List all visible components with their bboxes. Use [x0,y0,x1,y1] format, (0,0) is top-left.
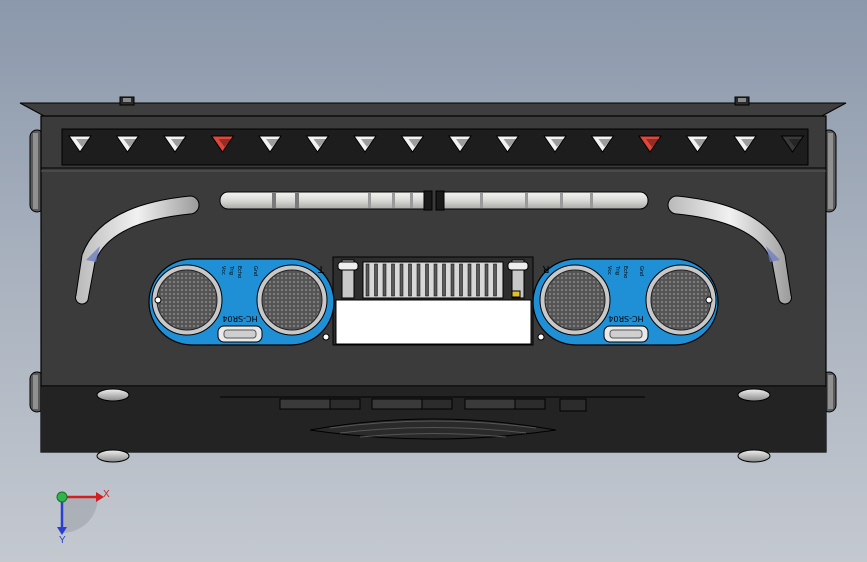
y-axis-label: Y [59,535,66,546]
x-axis-label: X [103,489,110,500]
header-pin [425,263,429,297]
header-pin [459,263,463,297]
slider-left[interactable] [219,190,433,211]
header-pin [391,263,395,297]
sensor-left-pin-trig: Trig [228,265,234,275]
slider-right[interactable] [435,190,649,211]
sensor-right-label: HC-SR04 [608,314,643,323]
led-shadow [456,139,469,147]
sensor-left-pin-gnd: Gnd [252,266,258,276]
header-pin [450,263,455,297]
led-indicator-row [68,135,805,153]
orientation-triad[interactable]: X Y [56,489,110,546]
led-indicator [210,135,235,153]
led-shadow [408,139,422,147]
led-shadow [171,139,184,147]
led-shadow [313,139,327,147]
sensor-right-marker: R [542,263,549,274]
y-axis-arrowhead [57,527,67,535]
sensor-right-pin-echo: Echo [622,266,628,278]
led-shadow [693,139,707,147]
ultrasonic-sensor-right: HC-SR04 Vcc Trig Echo Gnd R [532,258,719,346]
led-indicator [258,135,282,153]
led-indicator [495,135,520,153]
led-shadow [788,139,802,147]
origin-marker [56,491,68,503]
header-pin [408,263,412,297]
led-indicator [163,135,187,153]
led-shadow [503,139,517,147]
x-axis-arrowhead [96,492,104,502]
led-indicator [68,135,92,153]
sensor-right-pin-vcc: Vcc [606,266,612,275]
led-shadow [123,139,137,147]
led-shadow [598,139,612,147]
header-pin [374,263,378,297]
header-pin [416,263,421,297]
header-pin [484,263,489,297]
led-shadow [646,139,659,147]
led-shadow [741,139,754,147]
led-indicator [115,135,140,153]
top-lid [19,96,847,117]
sensor-left-marker: T [317,263,325,274]
sensor-left-pin-echo: Echo [236,266,242,278]
sensor-right-pin-gnd: Gnd [638,266,644,276]
led-indicator [305,135,330,153]
header-pin [442,263,446,297]
sensor-left-label: HC-SR04 [222,314,257,323]
led-indicator [400,135,425,153]
header-pin [433,263,438,297]
led-shadow [76,139,89,147]
led-indicator [353,135,377,153]
led-shadow [266,139,279,147]
sensor-right-pin-trig: Trig [614,265,620,275]
arc-slot-left [75,195,200,305]
arc-slot-right [667,195,792,305]
header-pin [365,263,370,297]
led-shadow [361,139,374,147]
led-shadow [218,139,232,147]
header-pin [467,263,472,297]
pin-header [365,263,497,297]
header-pin [399,263,404,297]
led-indicator [543,135,567,153]
center-board [332,256,534,346]
lower-panel [220,396,645,440]
led-shadow [551,139,564,147]
header-pin [476,263,480,297]
led-indicator [685,135,710,153]
led-indicator [733,135,757,153]
led-indicator [780,135,805,153]
feet [96,388,771,463]
led-indicator [590,135,615,153]
led-indicator [638,135,662,153]
ultrasonic-sensor-left: HC-SR04 Vcc Trig Echo Gnd T [148,258,335,346]
sensor-left-pin-vcc: Vcc [220,266,226,275]
header-pin [493,263,497,297]
led-indicator [448,135,472,153]
header-pin [382,263,387,297]
